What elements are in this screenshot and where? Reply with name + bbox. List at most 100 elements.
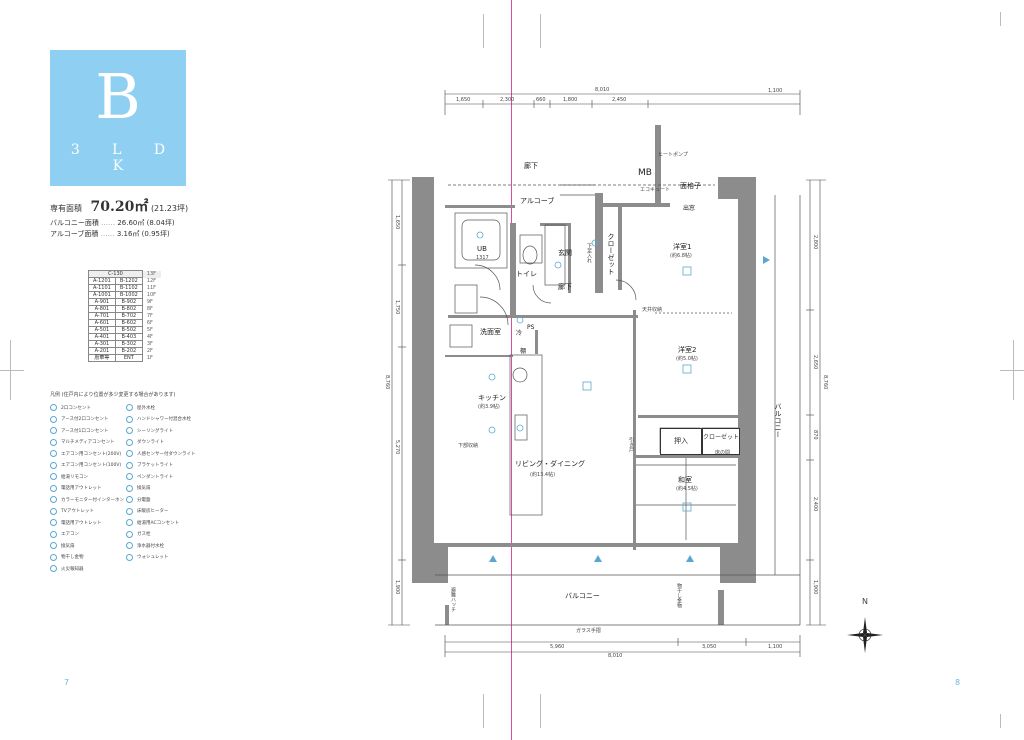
- legend-item: シーリングライト: [126, 427, 202, 434]
- fold-line: [511, 0, 512, 740]
- label-closet2: クローゼット: [702, 428, 740, 455]
- legend-symbol-icon: [126, 450, 133, 457]
- unit-table-cell: B-802: [114, 305, 143, 313]
- unit-table-cell: A-901: [88, 298, 116, 306]
- legend-item-label: カラーモニター付インターホン: [61, 497, 124, 503]
- dim-right-1: 2,650: [812, 355, 818, 370]
- label-entrance: 玄関: [558, 249, 572, 257]
- compass-icon: [847, 617, 883, 653]
- unit-table-cell: A-601: [88, 319, 116, 327]
- legend-item: ダウンライト: [126, 438, 202, 446]
- legend-item-label: ガス栓: [137, 532, 151, 537]
- legend-item: 浄水器付水栓: [126, 542, 202, 549]
- legend-item-label: 電話用アウトレット: [61, 520, 102, 526]
- label-balcony-right: バルコニー: [774, 403, 782, 438]
- dim-bottom-0: 5,960: [550, 644, 565, 650]
- unit-type-letter: B: [95, 60, 141, 133]
- legend-item: ガス栓: [126, 530, 202, 538]
- label-washroom: 洗面室: [480, 328, 501, 336]
- legend-symbol-icon: [126, 484, 133, 492]
- unit-layout: 3 L D K: [70, 142, 180, 174]
- dim-left-0: 1,650: [394, 215, 400, 230]
- legend-item: ペンダントライト: [126, 473, 202, 480]
- legend-item: 電話用アウトレット: [50, 519, 126, 526]
- legend-symbol-icon: [50, 404, 57, 411]
- unit-table-cell: C-130: [88, 270, 143, 278]
- label-ps: PS: [527, 324, 535, 331]
- legend-symbol-icon: [50, 461, 57, 469]
- legend-item: エアコン: [50, 530, 126, 538]
- dim-top-4: 2,450: [612, 97, 627, 103]
- unit-table-cell: A-1001: [88, 291, 116, 299]
- exclusive-area-tsubo: (21.23坪): [150, 204, 189, 213]
- legend-item: 人感センサー付ダウンライト: [126, 450, 202, 457]
- area-info: 専有面積 70.20㎡ (21.23坪) バルコニー面積 …… 26.60㎡ (…: [50, 199, 189, 238]
- legend-symbol-icon: [50, 438, 57, 446]
- unit-table-cell: A-1101: [88, 284, 116, 292]
- legend-symbol-icon: [126, 427, 133, 434]
- legend-symbol-icon: [50, 507, 57, 515]
- legend-item-label: アース付1口コンセント: [61, 428, 109, 434]
- label-kitchen-storage: 下部収納: [458, 443, 479, 449]
- label-handrail: 面格子: [680, 182, 701, 190]
- legend-item-label: エアコン用コンセント(200V): [61, 451, 122, 457]
- crop-mark: [1000, 370, 1024, 371]
- legend-symbol-icon: [50, 496, 57, 503]
- unit-table-cell: ENT: [114, 354, 143, 362]
- crop-mark: [483, 694, 484, 728]
- unit-table-cell: 3F: [146, 341, 153, 347]
- crop-mark: [1013, 340, 1014, 400]
- label-kitchen-size: (約3.9帖): [478, 404, 500, 410]
- label-storage: 押入: [660, 428, 702, 455]
- balcony-area-value: 26.60㎡ (8.04坪): [117, 219, 175, 227]
- balcony-area-label: バルコニー面積: [50, 219, 99, 227]
- label-north: N: [862, 597, 868, 606]
- dim-bottom-2: 1,100: [768, 644, 783, 650]
- legend-item-label: ペンダントライト: [137, 474, 173, 480]
- dim-top-total: 8,010: [595, 87, 610, 93]
- label-ub: UB: [477, 245, 487, 253]
- legend-symbol-icon: [126, 507, 133, 515]
- legend-item-label: エアコン: [61, 532, 79, 537]
- dim-top-1: 2,300: [500, 97, 515, 103]
- crop-mark: [0, 370, 24, 371]
- label-fridge: 冷: [516, 330, 523, 337]
- legend-item: 換気扇: [50, 542, 126, 549]
- legend-item: 電話用アウトレット: [50, 484, 126, 492]
- unit-table-cell: A-301: [88, 340, 116, 348]
- label-glass-rail: ガラス手摺: [576, 628, 601, 634]
- label-mb: MB: [638, 168, 652, 178]
- label-sliding: 引き戸: [628, 437, 634, 452]
- legend-item-label: マルチメディアコンセント: [61, 440, 115, 445]
- unit-table-cell: B-902: [114, 298, 143, 306]
- legend-symbol-icon: [50, 542, 57, 549]
- label-washitsu: 和室: [678, 476, 692, 484]
- legend-item-label: 床暖房ヒーター: [137, 509, 169, 514]
- crop-mark: [483, 14, 484, 48]
- legend-symbol-icon: [50, 553, 57, 561]
- legend-item: 屋外水栓: [126, 404, 202, 411]
- label-bedroom2: 洋室2: [678, 346, 697, 354]
- unit-table-cell: 11F: [146, 285, 157, 291]
- unit-table-cell: B-202: [114, 347, 143, 355]
- legend-symbol-icon: [50, 519, 57, 526]
- legend-symbol-icon: [126, 553, 133, 561]
- legend-item: アース付1口コンセント: [50, 427, 126, 434]
- legend-item: エアコン用コンセント(200V): [50, 450, 126, 457]
- dim-right-4: 2,400: [812, 497, 818, 512]
- label-alcove-floor: 床の間: [715, 450, 731, 456]
- label-ub-size: 1317: [476, 255, 489, 261]
- legend-symbol-icon: [50, 473, 57, 480]
- unit-table-cell: 10F: [146, 292, 157, 298]
- legend-item: [126, 565, 202, 572]
- legend-item-label: 屋外水栓: [137, 405, 155, 411]
- unit-table-cell: 9F: [146, 299, 153, 305]
